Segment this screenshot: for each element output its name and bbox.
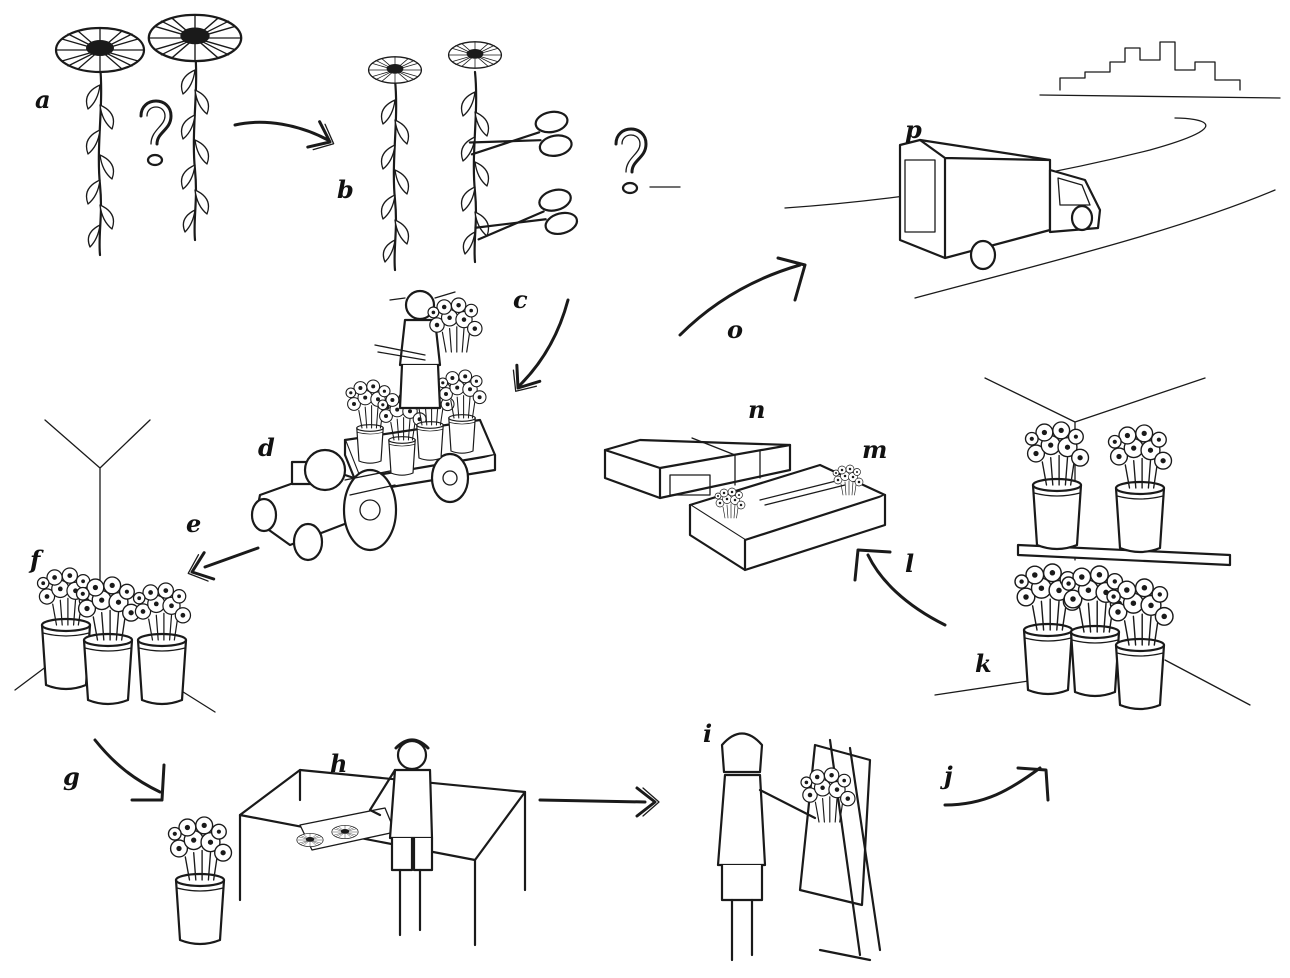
label-h: h xyxy=(330,749,348,778)
tractor-trailer-scene xyxy=(250,289,497,562)
arrow-c xyxy=(502,298,570,401)
arrow-l xyxy=(853,548,947,627)
flower-stems-b xyxy=(367,41,503,272)
delivery-truck-scene xyxy=(784,41,1281,299)
label-j: j xyxy=(944,761,953,790)
label-e: e xyxy=(186,509,202,538)
sorting-table-scene xyxy=(167,738,527,947)
label-i: i xyxy=(703,719,713,748)
arrow-a-to-b xyxy=(233,120,342,158)
shipping-boxes-n xyxy=(603,437,792,500)
painting-easel-scene xyxy=(716,732,882,962)
label-c: c xyxy=(513,285,528,314)
flower-box-m xyxy=(688,463,887,572)
label-d: d xyxy=(258,433,275,462)
flower-stems-a xyxy=(54,13,243,257)
arrow-j xyxy=(943,766,1050,807)
label-a: a xyxy=(35,85,51,114)
cold-room-k xyxy=(934,377,1251,711)
arrow-e xyxy=(181,546,260,589)
arrow-h-to-i xyxy=(538,786,661,818)
arrow-g xyxy=(93,738,166,802)
label-g: g xyxy=(63,762,80,791)
cooler-corner-f xyxy=(14,419,216,713)
label-k: k xyxy=(975,649,992,678)
arrow-o xyxy=(678,256,807,337)
label-l: l xyxy=(905,549,915,578)
label-b: b xyxy=(337,175,354,204)
label-n: n xyxy=(748,395,766,424)
label-p: p xyxy=(905,115,922,144)
label-f: f xyxy=(30,545,41,574)
label-m: m xyxy=(862,435,888,464)
question-mark-icon xyxy=(139,99,173,167)
label-o: o xyxy=(727,315,744,344)
question-mark-icon xyxy=(614,127,648,195)
